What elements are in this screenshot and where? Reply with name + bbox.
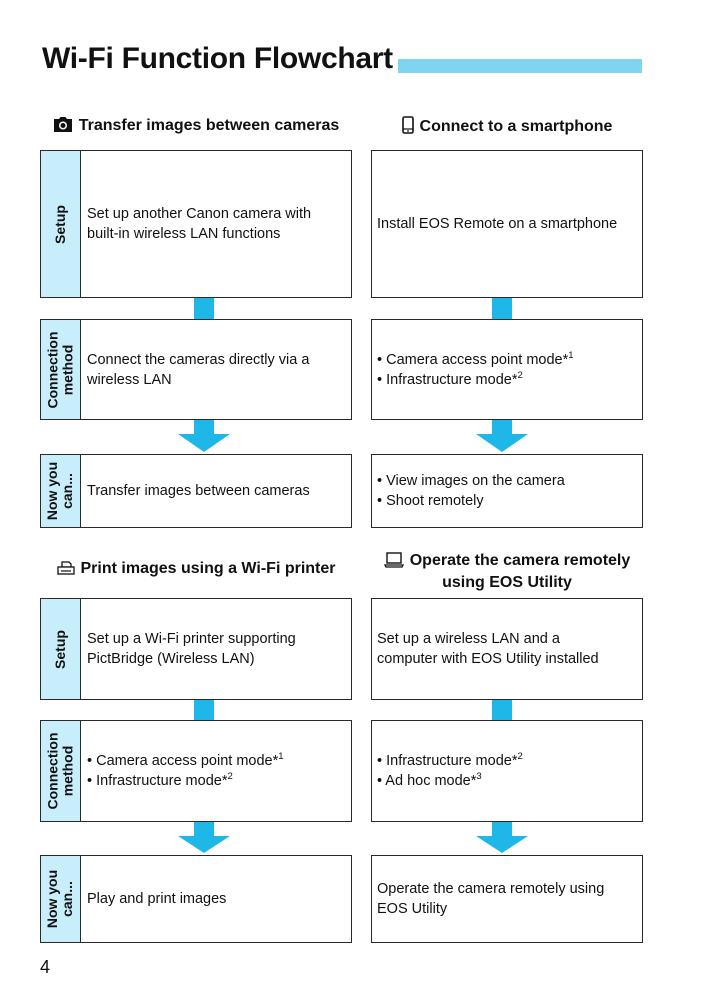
now-tab-label: Now you can... <box>44 869 76 929</box>
flow-connector <box>194 700 214 720</box>
setup-tab: Setup <box>41 599 81 699</box>
page-title: Wi-Fi Function Flowchart <box>42 42 393 75</box>
connection-line: wireless LAN <box>87 371 172 388</box>
now-line: EOS Utility <box>377 901 448 917</box>
now-box: • View images on the camera • Shoot remot… <box>371 454 643 528</box>
connection-text: • Camera access point mode*1 • Infrastruc… <box>87 721 345 821</box>
connection-line: • Camera access point mode*1 <box>377 349 574 368</box>
now-tab: Now you can... <box>41 856 81 942</box>
now-line: Transfer images between cameras <box>87 483 310 499</box>
setup-text: Set up another Canon camera with built-in… <box>87 151 345 297</box>
connection-box: • Infrastructure mode*2 • Ad hoc mode*3 <box>371 720 643 822</box>
setup-line: PictBridge (Wireless LAN) <box>87 651 255 667</box>
page-number: 4 <box>40 957 51 977</box>
flow-connector <box>194 298 214 319</box>
connection-line: • Camera access point mode*1 <box>87 751 284 769</box>
now-tab: Now you can... <box>41 455 81 527</box>
setup-tab: Setup <box>41 151 81 297</box>
connection-tab-label: Connection method <box>44 732 76 810</box>
connection-tab-label: Connection method <box>44 331 76 408</box>
computer-icon <box>383 552 404 573</box>
setup-box: Set up a wireless LAN and a computer with… <box>371 598 643 700</box>
setup-text: Set up a wireless LAN and a computer with… <box>377 599 636 699</box>
connection-line: • Infrastructure mode*2 <box>377 369 523 388</box>
now-line: • Shoot remotely <box>377 493 484 509</box>
section-heading: Operate the camera remotely using EOS Uti… <box>371 551 643 592</box>
setup-line: Set up another Canon camera with <box>87 206 312 222</box>
setup-line: Set up a wireless LAN and a <box>377 631 560 647</box>
now-box: Now you can... Play and print images <box>40 855 352 943</box>
connection-line: • Infrastructure mode*2 <box>87 771 233 789</box>
connection-line: Connect the cameras directly via a <box>87 351 310 368</box>
flow-connector <box>492 298 512 319</box>
section-title: Operate the camera remotely <box>409 552 631 569</box>
now-text: Transfer images between cameras <box>87 455 345 527</box>
section-heading: Connect to a smartphone <box>371 116 643 139</box>
connection-box: • Camera access point mode*1• Infrastruc… <box>371 319 643 420</box>
printer-icon <box>56 561 75 581</box>
now-text: • View images on the camera • Shoot remot… <box>377 455 636 527</box>
setup-tab-label: Setup <box>51 629 68 669</box>
now-text: Play and print images <box>87 856 345 942</box>
section-title-line2: using EOS Utility <box>442 574 572 591</box>
connection-tab: Connection method <box>41 721 81 821</box>
connection-box: Connection method • Camera access point m… <box>40 720 352 822</box>
connection-line: • Ad hoc mode*3 <box>377 771 482 789</box>
connection-text: Connect the cameras directly via a wirele… <box>87 320 345 419</box>
setup-box: Setup Set up another Canon camera with bui… <box>40 150 352 298</box>
title-accent-bar <box>398 59 642 73</box>
section-heading: Transfer images between cameras <box>40 116 352 138</box>
connection-line: • Infrastructure mode*2 <box>377 751 523 769</box>
setup-box: Install EOS Remote on a smartphone <box>371 150 643 298</box>
now-box: Now you can... Transfer images between ca… <box>40 454 352 528</box>
connection-text: • Camera access point mode*1• Infrastruc… <box>377 320 636 419</box>
section-title: Connect to a smartphone <box>419 118 613 135</box>
connection-text: • Infrastructure mode*2 • Ad hoc mode*3 <box>377 721 636 821</box>
connection-tab: Connection method <box>41 320 81 419</box>
flow-connector <box>492 700 512 720</box>
smartphone-icon <box>401 116 414 139</box>
now-line: • View images on the camera <box>377 473 565 489</box>
setup-line: built-in wireless LAN functions <box>87 226 281 242</box>
section-heading: Print images using a Wi-Fi printer <box>40 559 352 581</box>
section-title: Transfer images between cameras <box>78 117 340 134</box>
flow-arrow <box>476 420 528 452</box>
setup-line: Install EOS Remote on a smartphone <box>377 216 618 232</box>
now-line: Play and print images <box>87 891 227 907</box>
section-title: Print images using a Wi-Fi printer <box>80 560 336 577</box>
setup-line: Set up a Wi-Fi printer supporting <box>87 631 296 647</box>
camera-icon <box>53 117 73 138</box>
connection-box: Connection method Connect the cameras dir… <box>40 319 352 420</box>
flow-arrow <box>476 822 528 853</box>
flow-arrow <box>178 420 230 452</box>
flow-arrow <box>178 822 230 853</box>
now-tab-label: Now you can... <box>44 461 76 521</box>
now-line: Operate the camera remotely using <box>377 881 605 897</box>
setup-text: Install EOS Remote on a smartphone <box>377 151 636 297</box>
setup-line: computer with EOS Utility installed <box>377 651 599 667</box>
setup-tab-label: Setup <box>51 204 68 244</box>
